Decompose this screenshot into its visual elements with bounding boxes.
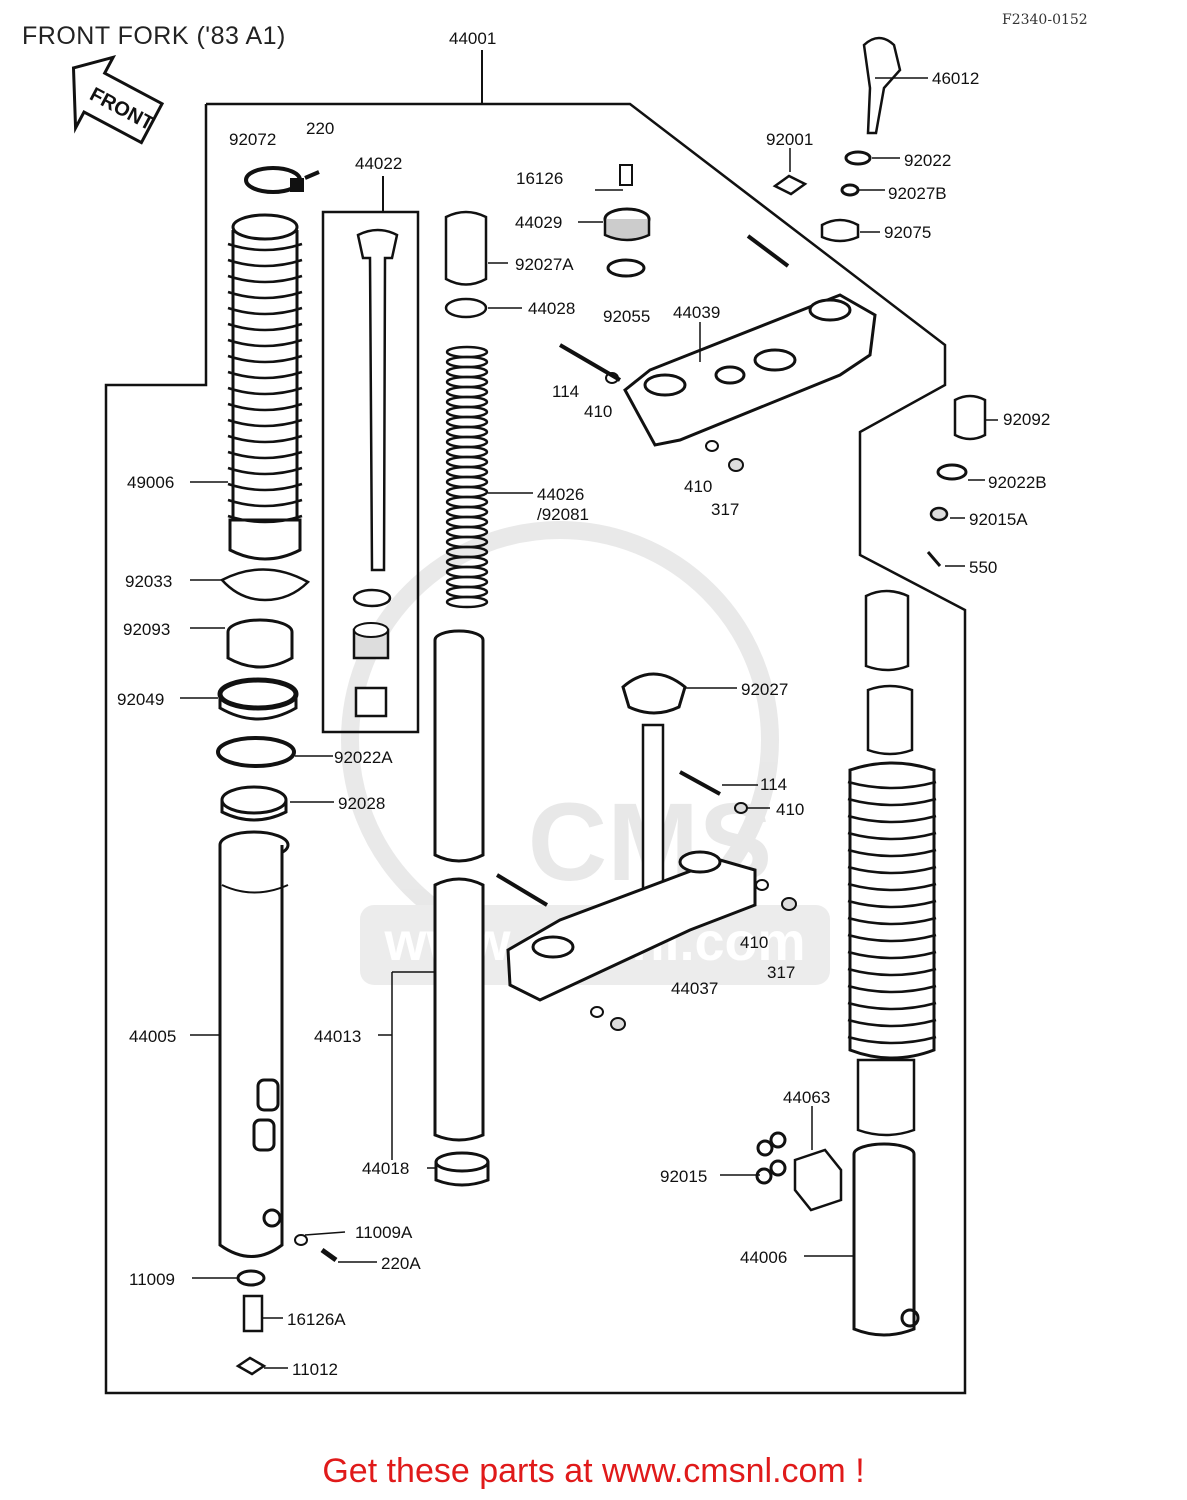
right-boot-ribs bbox=[847, 780, 937, 1045]
label-16126A: 16126A bbox=[287, 1310, 346, 1329]
label-44018: 44018 bbox=[362, 1159, 410, 1178]
lower-bracket-44037 bbox=[495, 372, 797, 1031]
label-92001: 92001 bbox=[766, 130, 814, 149]
label-92049: 92049 bbox=[117, 690, 165, 709]
fork-spring-44026 bbox=[445, 345, 489, 609]
label-92072: 92072 bbox=[229, 130, 277, 149]
part-44022-box bbox=[321, 210, 420, 734]
label-92015A: 92015A bbox=[969, 510, 1028, 529]
seal-parts bbox=[216, 568, 311, 822]
label-92092: 92092 bbox=[1003, 410, 1051, 429]
damper-rod bbox=[352, 228, 399, 718]
fork-boot-49006 bbox=[228, 213, 302, 561]
label-44028: 44028 bbox=[528, 299, 576, 318]
page-title: FRONT FORK ('83 A1) bbox=[22, 22, 286, 50]
hose-clamp-92072 bbox=[244, 166, 320, 194]
leader-lines bbox=[180, 77, 998, 1369]
front-arrow: FRONT bbox=[71, 54, 165, 145]
label-46012: 46012 bbox=[932, 69, 980, 88]
doc-reference: F2340-0152 bbox=[1002, 12, 1088, 28]
label-44006: 44006 bbox=[740, 1248, 788, 1267]
label-317-upper: 317 bbox=[711, 500, 740, 519]
label-550: 550 bbox=[969, 558, 998, 577]
label-410-upper: 410 bbox=[584, 402, 613, 421]
footer-link-text[interactable]: Get these parts at www.cmsnl.com ! bbox=[322, 1452, 865, 1490]
label-92093: 92093 bbox=[123, 620, 171, 639]
assembly-outline bbox=[104, 102, 967, 1395]
stem-hardware bbox=[746, 36, 902, 268]
bottom-hardware bbox=[235, 1234, 338, 1376]
label-92081: /92081 bbox=[537, 505, 589, 524]
label-92075: 92075 bbox=[884, 223, 932, 242]
label-92022A: 92022A bbox=[334, 748, 393, 767]
label-317-lower: 317 bbox=[767, 963, 796, 982]
label-114-upper: 114 bbox=[552, 382, 580, 401]
label-44005: 44005 bbox=[129, 1027, 177, 1046]
label-44001: 44001 bbox=[449, 29, 497, 48]
label-92055: 92055 bbox=[603, 307, 651, 326]
label-410-lower: 410 bbox=[776, 800, 805, 819]
label-11009A: 11009A bbox=[355, 1223, 413, 1242]
right-hardware bbox=[926, 394, 987, 567]
label-92015: 92015 bbox=[660, 1167, 708, 1186]
label-92033: 92033 bbox=[125, 572, 173, 591]
label-11012: 11012 bbox=[292, 1360, 339, 1379]
label-44029: 44029 bbox=[515, 213, 563, 232]
label-92022: 92022 bbox=[904, 151, 952, 170]
upper-bracket-44039 bbox=[558, 293, 877, 447]
label-44037: 44037 bbox=[671, 979, 719, 998]
inner-tube-44013 bbox=[433, 629, 490, 1187]
label-220A: 220A bbox=[381, 1254, 421, 1273]
label-114-lower: 114 bbox=[760, 775, 788, 794]
label-44013: 44013 bbox=[314, 1027, 362, 1046]
label-44063: 44063 bbox=[783, 1088, 831, 1107]
label-44039: 44039 bbox=[673, 303, 721, 322]
label-11009: 11009 bbox=[129, 1270, 176, 1289]
cap-bolt bbox=[603, 164, 651, 278]
label-92027: 92027 bbox=[741, 680, 789, 699]
label-44026: 44026 bbox=[537, 485, 585, 504]
spring-parts bbox=[444, 210, 488, 319]
right-fork-44006 bbox=[848, 589, 936, 1337]
axle-clamp-44063 bbox=[755, 1131, 843, 1212]
label-220: 220 bbox=[306, 119, 335, 138]
label-410-lower-bracket: 410 bbox=[740, 933, 769, 952]
outer-tube-44005 bbox=[218, 830, 290, 1258]
label-92027A: 92027A bbox=[515, 255, 574, 274]
label-49006: 49006 bbox=[127, 473, 175, 492]
label-16126: 16126 bbox=[516, 169, 564, 188]
label-44022: 44022 bbox=[355, 154, 403, 173]
label-92022B: 92022B bbox=[988, 473, 1047, 492]
label-92027B: 92027B bbox=[888, 184, 947, 203]
label-410-bracket: 410 bbox=[684, 477, 713, 496]
boot-ribs bbox=[227, 230, 303, 524]
label-92028: 92028 bbox=[338, 794, 386, 813]
